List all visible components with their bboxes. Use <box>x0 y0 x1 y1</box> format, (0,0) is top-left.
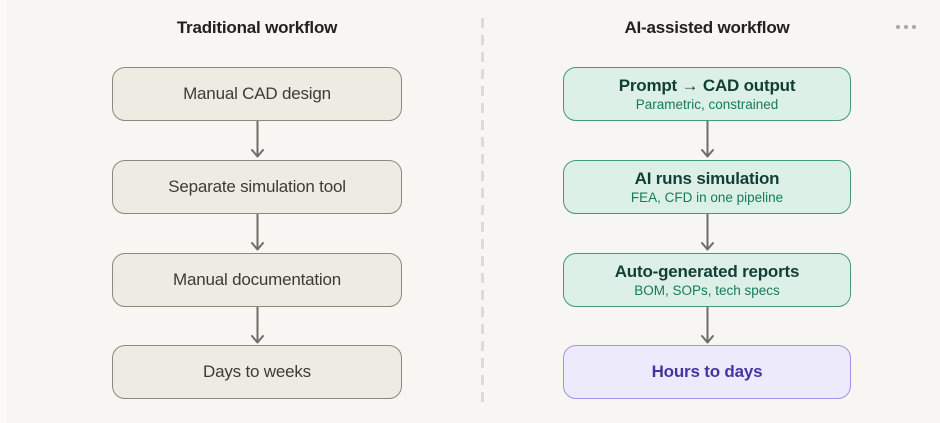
node-title: AI runs simulation <box>634 169 780 188</box>
node-subtitle: BOM, SOPs, tech specs <box>634 283 780 298</box>
down-arrow-icon <box>701 121 714 158</box>
node-title: Auto-generated reports <box>614 262 800 281</box>
node-label: Manual CAD design <box>183 84 331 103</box>
more-options-button[interactable] <box>888 18 924 36</box>
flow-node-manual-documentation: Manual documentation <box>112 253 402 307</box>
flow-node-auto-generated-reports: Auto-generated reports BOM, SOPs, tech s… <box>563 253 851 307</box>
down-arrow-icon <box>251 121 264 158</box>
flow-node-separate-simulation-tool: Separate simulation tool <box>112 160 402 214</box>
column-divider <box>481 18 484 408</box>
flow-node-manual-cad-design: Manual CAD design <box>112 67 402 121</box>
node-subtitle: Parametric, constrained <box>635 97 779 112</box>
traditional-workflow-title: Traditional workflow <box>176 18 338 37</box>
node-label: Separate simulation tool <box>168 177 346 196</box>
flow-node-prompt-cad-output: Prompt → CAD output Parametric, constrai… <box>563 67 851 121</box>
node-subtitle: FEA, CFD in one pipeline <box>630 190 784 205</box>
node-title: Prompt → CAD output <box>618 76 796 95</box>
down-arrow-icon <box>251 214 264 251</box>
node-label: Manual documentation <box>172 270 341 289</box>
down-arrow-icon <box>701 307 714 344</box>
node-title: Hours to days <box>651 362 763 381</box>
flow-node-hours-to-days: Hours to days <box>563 345 851 399</box>
ellipsis-icon <box>896 25 900 29</box>
down-arrow-icon <box>701 214 714 251</box>
flow-node-ai-runs-simulation: AI runs simulation FEA, CFD in one pipel… <box>563 160 851 214</box>
node-label: Days to weeks <box>203 362 311 381</box>
down-arrow-icon <box>251 307 264 344</box>
ellipsis-icon <box>904 25 908 29</box>
flow-node-days-to-weeks: Days to weeks <box>112 345 402 399</box>
page-left-edge <box>0 0 7 423</box>
ai-workflow-title: AI-assisted workflow <box>624 18 790 37</box>
ellipsis-icon <box>912 25 916 29</box>
